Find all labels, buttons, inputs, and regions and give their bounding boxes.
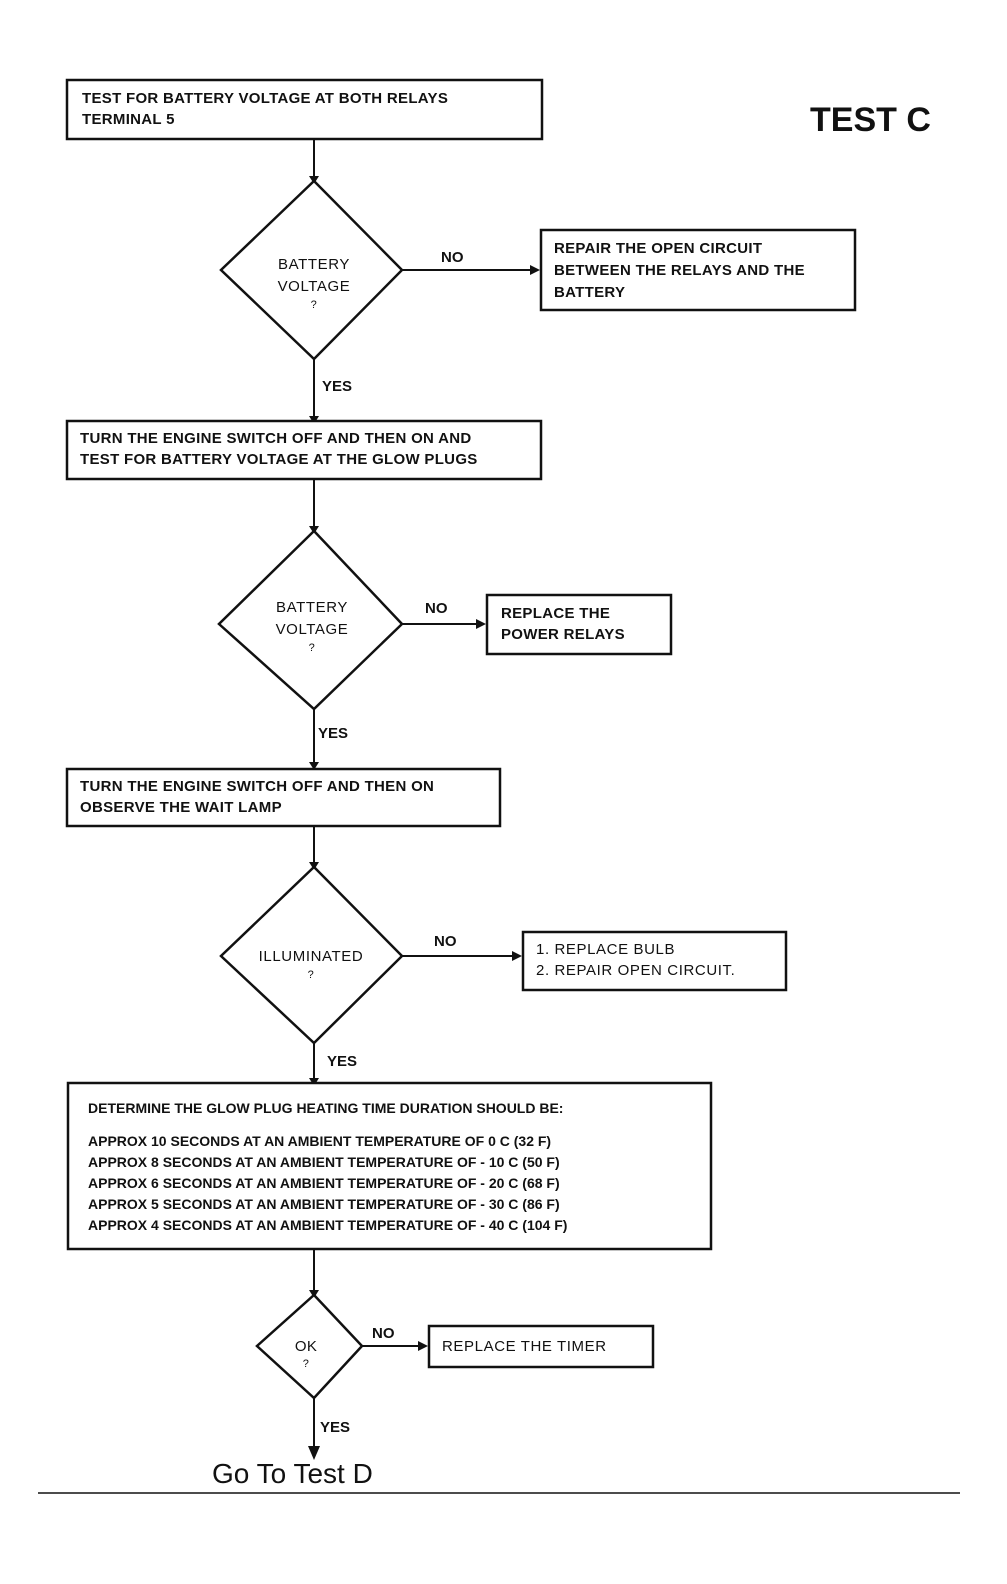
test-heading: TEST C bbox=[810, 101, 931, 139]
arrowhead-down bbox=[309, 762, 319, 770]
decision-4-text: OK ? bbox=[294, 1338, 318, 1370]
box-replace-timer bbox=[427, 1324, 655, 1369]
decision-battery-voltage-2 bbox=[217, 529, 404, 711]
relay-test-text: TEST FOR BATTERY VOLTAGE AT BOTH RELAYS … bbox=[82, 90, 449, 128]
box-bulb-circuit bbox=[521, 930, 788, 992]
glow-plug-test-text: TURN THE ENGINE SWITCH OFF AND THEN ON A… bbox=[80, 430, 478, 468]
bulb-circuit-text: 1. REPLACE BULB 2. REPAIR OPEN CIRCUIT. bbox=[536, 941, 736, 979]
box-heating-time bbox=[66, 1081, 713, 1251]
branch-label-no: NO bbox=[434, 933, 457, 950]
box-wait-lamp bbox=[65, 767, 502, 828]
replace-power-relays-text: REPLACE THE POWER RELAYS bbox=[501, 605, 625, 643]
box-glow-plug-test bbox=[65, 419, 543, 481]
decision-ok bbox=[255, 1293, 364, 1400]
branch-label-yes: YES bbox=[322, 378, 353, 395]
replace-timer-text: REPLACE THE TIMER bbox=[442, 1338, 607, 1355]
decision-2-text: BATTERY VOLTAGE ? bbox=[275, 599, 349, 654]
heating-time-text: DETERMINE THE GLOW PLUG HEATING TIME DUR… bbox=[88, 1100, 568, 1233]
arrowhead-down bbox=[308, 1446, 320, 1460]
decision-1-text: BATTERY VOLTAGE ? bbox=[277, 256, 351, 311]
box-repair-open-circuit bbox=[539, 228, 857, 312]
branch-label-no: NO bbox=[441, 249, 464, 266]
decision-illuminated bbox=[219, 865, 404, 1045]
branch-label-yes: YES bbox=[327, 1053, 358, 1070]
branch-label-yes: YES bbox=[320, 1419, 351, 1436]
branch-label-no: NO bbox=[425, 600, 448, 617]
arrowhead-right bbox=[418, 1341, 428, 1351]
arrowhead-right bbox=[512, 951, 522, 961]
arrowhead-right bbox=[476, 619, 486, 629]
box-replace-power-relays bbox=[485, 593, 673, 656]
decision-battery-voltage-1 bbox=[219, 179, 404, 361]
arrowhead-right bbox=[530, 265, 540, 275]
box-relay-test bbox=[65, 78, 544, 141]
wait-lamp-text: TURN THE ENGINE SWITCH OFF AND THEN ON O… bbox=[80, 778, 435, 816]
branch-label-yes: YES bbox=[318, 725, 349, 742]
branch-label-no: NO bbox=[372, 1325, 395, 1342]
go-to-test-d: Go To Test D bbox=[212, 1458, 373, 1489]
decision-3-text: ILLUMINATED ? bbox=[258, 948, 364, 981]
repair-open-circuit-text: REPAIR THE OPEN CIRCUIT BETWEEN THE RELA… bbox=[554, 240, 805, 301]
